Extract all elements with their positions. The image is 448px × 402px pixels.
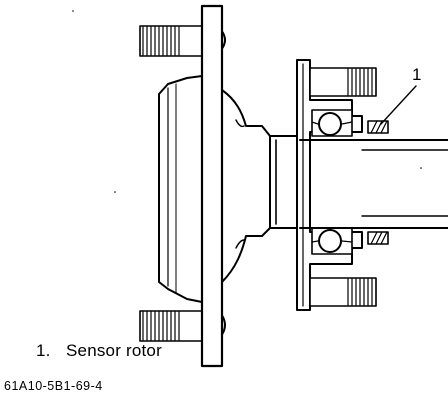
hub-flange-web <box>221 89 271 283</box>
hub-shaft <box>269 135 298 229</box>
legend-item: 1. Sensor rotor <box>36 341 162 361</box>
hub-flange <box>200 4 224 368</box>
figure-code: 61A10-5B1-69-4 <box>4 379 103 393</box>
callout-number: 1 <box>412 65 421 84</box>
callout-leader-line <box>380 85 417 125</box>
upper-bearing <box>311 109 353 137</box>
upper-right-stud <box>309 67 377 97</box>
scan-specks <box>72 10 422 193</box>
legend-number: 1. <box>36 341 51 360</box>
legend-label: Sensor rotor <box>66 341 162 360</box>
drive-shaft <box>299 139 448 229</box>
lower-right-stud <box>309 277 377 307</box>
knuckle-housing <box>296 59 363 311</box>
drum-body <box>158 75 203 303</box>
lower-bearing <box>311 227 353 255</box>
